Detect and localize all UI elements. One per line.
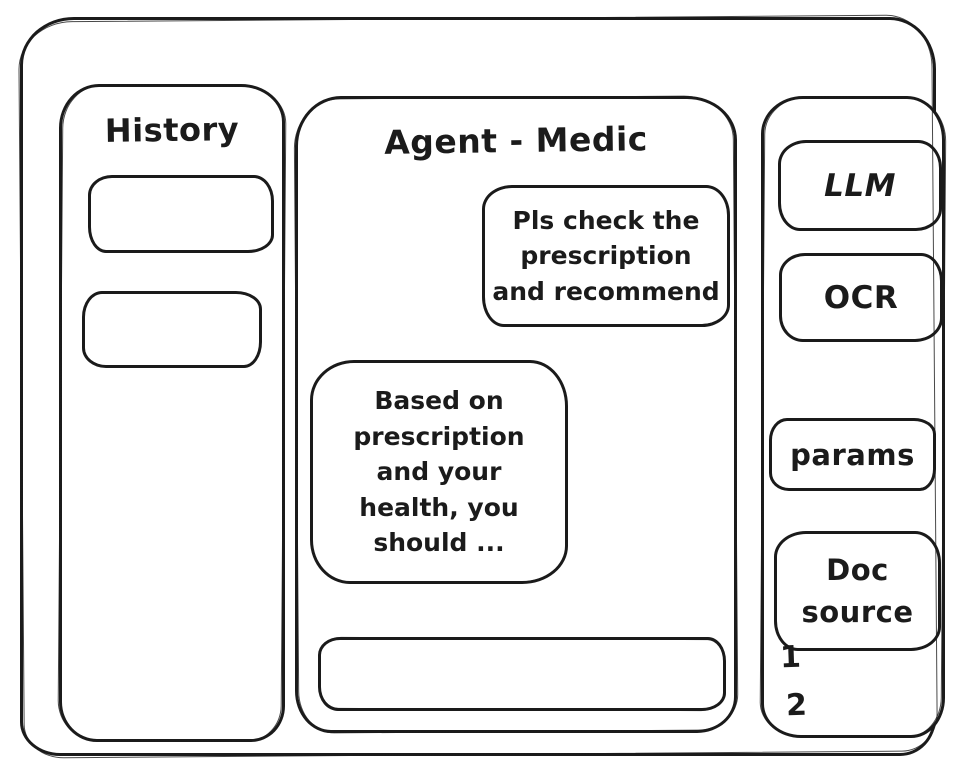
assistant-message-bubble: Based on prescription and your health, y… xyxy=(310,360,568,584)
chat-panel: Agent - Medic Pls check the prescription… xyxy=(295,96,737,733)
history-item[interactable] xyxy=(88,175,274,253)
tools-panel: LLM OCR params Doc source 1 2 xyxy=(761,96,945,738)
user-message-bubble: Pls check the prescription and recommend xyxy=(482,185,730,327)
tool-params-button[interactable]: params xyxy=(769,418,936,491)
history-panel-title: History xyxy=(104,110,240,150)
chat-panel-title: Agent - Medic xyxy=(383,119,649,162)
app-window: History Agent - Medic Pls check the pres… xyxy=(20,17,945,756)
history-panel: History xyxy=(59,84,285,742)
message-input[interactable] xyxy=(318,637,726,711)
tool-llm-button[interactable]: LLM xyxy=(778,140,942,231)
history-item[interactable] xyxy=(82,291,262,368)
tool-doc-source-button[interactable]: Doc source xyxy=(774,531,941,651)
tool-ocr-button[interactable]: OCR xyxy=(779,253,943,342)
doc-source-item-1[interactable]: 1 xyxy=(779,639,802,676)
doc-source-item-2[interactable]: 2 xyxy=(785,687,808,724)
